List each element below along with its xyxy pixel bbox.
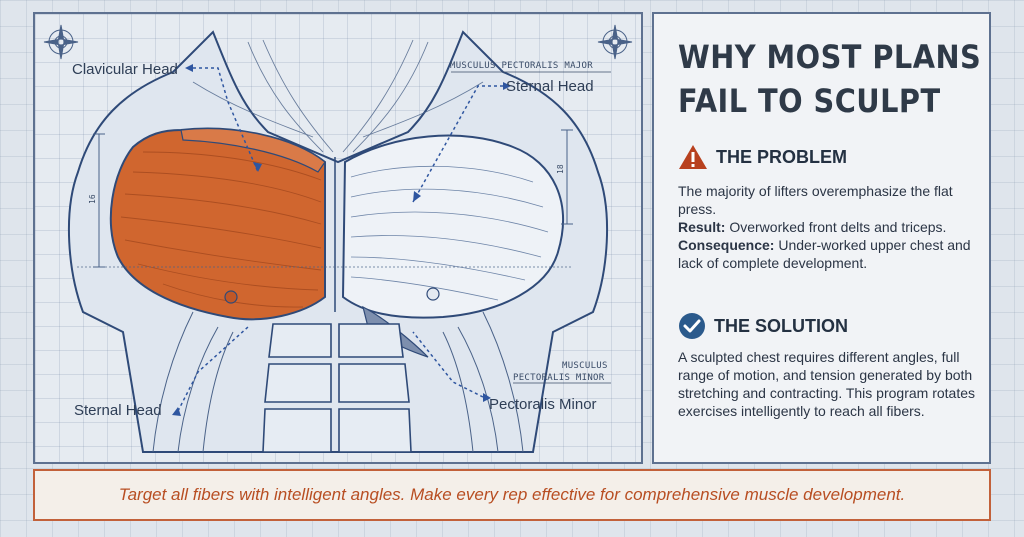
- clavicular-head-leader: [193, 67, 259, 173]
- tag-pectoralis-minor-line2: PECTORALIS MINOR: [513, 373, 605, 383]
- tag-pectoralis-minor-line1: MUSCULUS: [562, 361, 608, 371]
- solution-text: A sculpted chest requires different angl…: [678, 349, 976, 419]
- sternal-head-upper-leader: [412, 85, 503, 203]
- chest-anatomy-diagram: 16 18: [43, 24, 633, 453]
- dimension-right-label: 18: [556, 164, 565, 174]
- right-pectoralis-major: [341, 134, 564, 319]
- problem-heading: THE PROBLEM: [678, 144, 847, 170]
- result-text: Overworked front delts and triceps.: [725, 219, 947, 235]
- dimension-left-label: 16: [88, 194, 97, 204]
- warning-icon: [679, 145, 707, 169]
- panel-title-line1: WHY MOST PLANS: [678, 38, 982, 76]
- problem-line: The majority of lifters overemphasize th…: [678, 183, 953, 217]
- label-pectoralis-minor: Pectoralis Minor: [489, 396, 597, 413]
- tag-pectoralis-major: MUSCULUS PECTORALIS MAJOR: [450, 61, 593, 71]
- label-clavicular-head: Clavicular Head: [72, 61, 178, 78]
- bottom-banner: Target all fibers with intelligent angle…: [33, 469, 991, 521]
- consequence-text: Under-worked upper chest and lack of com…: [678, 237, 971, 271]
- check-circle-icon: [679, 313, 705, 339]
- clavicular-head-region: [180, 127, 326, 173]
- compass-icon: [597, 24, 633, 60]
- consequence-label: Consequence:: [678, 237, 775, 253]
- sternal-head-lower-leader: [177, 326, 249, 412]
- solution-heading: THE SOLUTION: [678, 312, 848, 340]
- problem-text: The majority of lifters overemphasize th…: [678, 182, 978, 272]
- solution-title: THE SOLUTION: [714, 315, 848, 336]
- label-sternal-head-lower: Sternal Head: [74, 402, 162, 419]
- result-label: Result:: [678, 219, 726, 235]
- banner-text: Target all fibers with intelligent angle…: [118, 485, 906, 504]
- label-sternal-head-upper: Sternal Head: [506, 78, 594, 95]
- problem-title: THE PROBLEM: [716, 146, 848, 167]
- panel-title-line2: FAIL TO SCULPT: [678, 82, 941, 120]
- info-panel: [652, 12, 991, 464]
- compass-icon: [43, 24, 79, 60]
